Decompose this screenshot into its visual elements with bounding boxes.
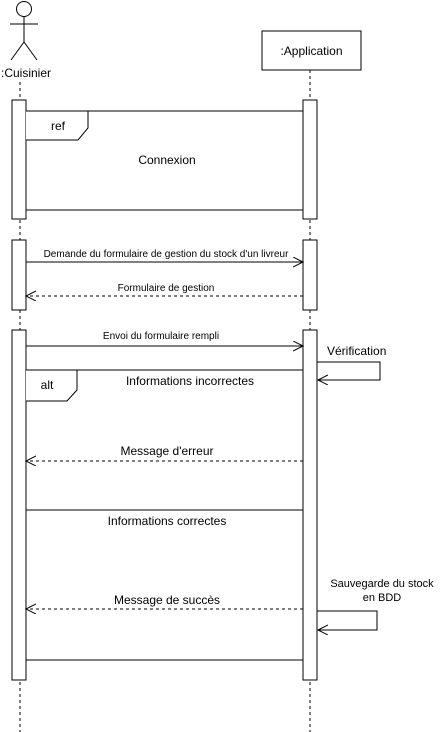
ref-fragment-label: Connexion — [138, 153, 195, 167]
ref-fragment-frame — [25, 110, 304, 211]
self-message-verification-label: Vérification — [327, 344, 386, 358]
system-activation-2 — [302, 239, 318, 311]
message-send-form-label: Envoi du formulaire rempli — [103, 331, 219, 342]
ref-operator-label: ref — [51, 119, 66, 133]
system-activation-3 — [302, 329, 318, 681]
actor-activation-1 — [11, 99, 27, 220]
system-participant-label: :Application — [280, 44, 342, 58]
self-message-verification-arrow — [317, 361, 381, 380]
system-participant-box — [261, 30, 362, 71]
self-message-save-arrow — [317, 610, 378, 630]
actor-figure — [10, 1, 38, 61]
alt-guard-incorrect: Informations incorrectes — [126, 374, 254, 388]
alt-operator-tab — [26, 369, 78, 402]
system-activation-1 — [302, 99, 318, 220]
ref-operator-tab — [26, 110, 89, 141]
self-message-save-label-line1: Sauvegarde du stock — [330, 578, 434, 590]
actor-label: :Cuisinier — [1, 66, 51, 80]
message-error-label: Message d'erreur — [121, 444, 214, 458]
actor-activation-3 — [11, 329, 27, 681]
message-request-form-label: Demande du formulaire de gestion du stoc… — [44, 249, 289, 260]
actor-activation-2 — [11, 239, 27, 311]
alt-fragment: alt Informations incorrectes Information… — [25, 369, 304, 661]
self-message-save-label-line2: en BDD — [363, 592, 402, 604]
alt-guard-correct: Informations correctes — [108, 514, 227, 528]
ref-fragment: ref Connexion — [25, 110, 304, 211]
message-form-returned-label: Formulaire de gestion — [118, 283, 215, 294]
alt-fragment-frame — [25, 369, 304, 661]
message-success-label: Message de succès — [114, 593, 220, 607]
alt-operator-label: alt — [41, 378, 54, 392]
